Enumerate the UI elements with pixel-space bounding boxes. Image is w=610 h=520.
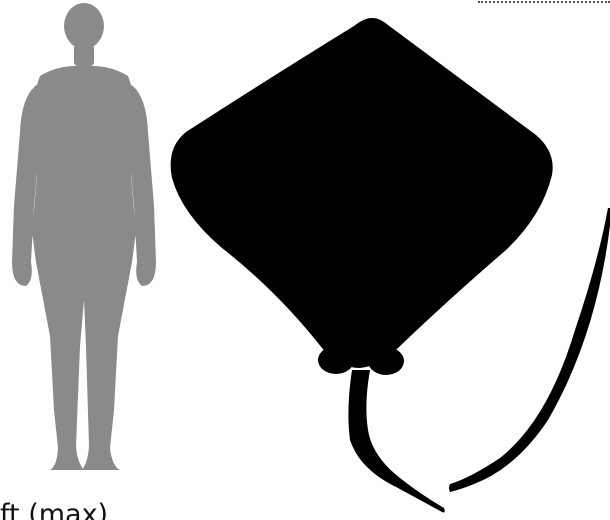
dotted-line-marker bbox=[478, 1, 610, 3]
size-caption: ft (max) bbox=[0, 500, 108, 520]
